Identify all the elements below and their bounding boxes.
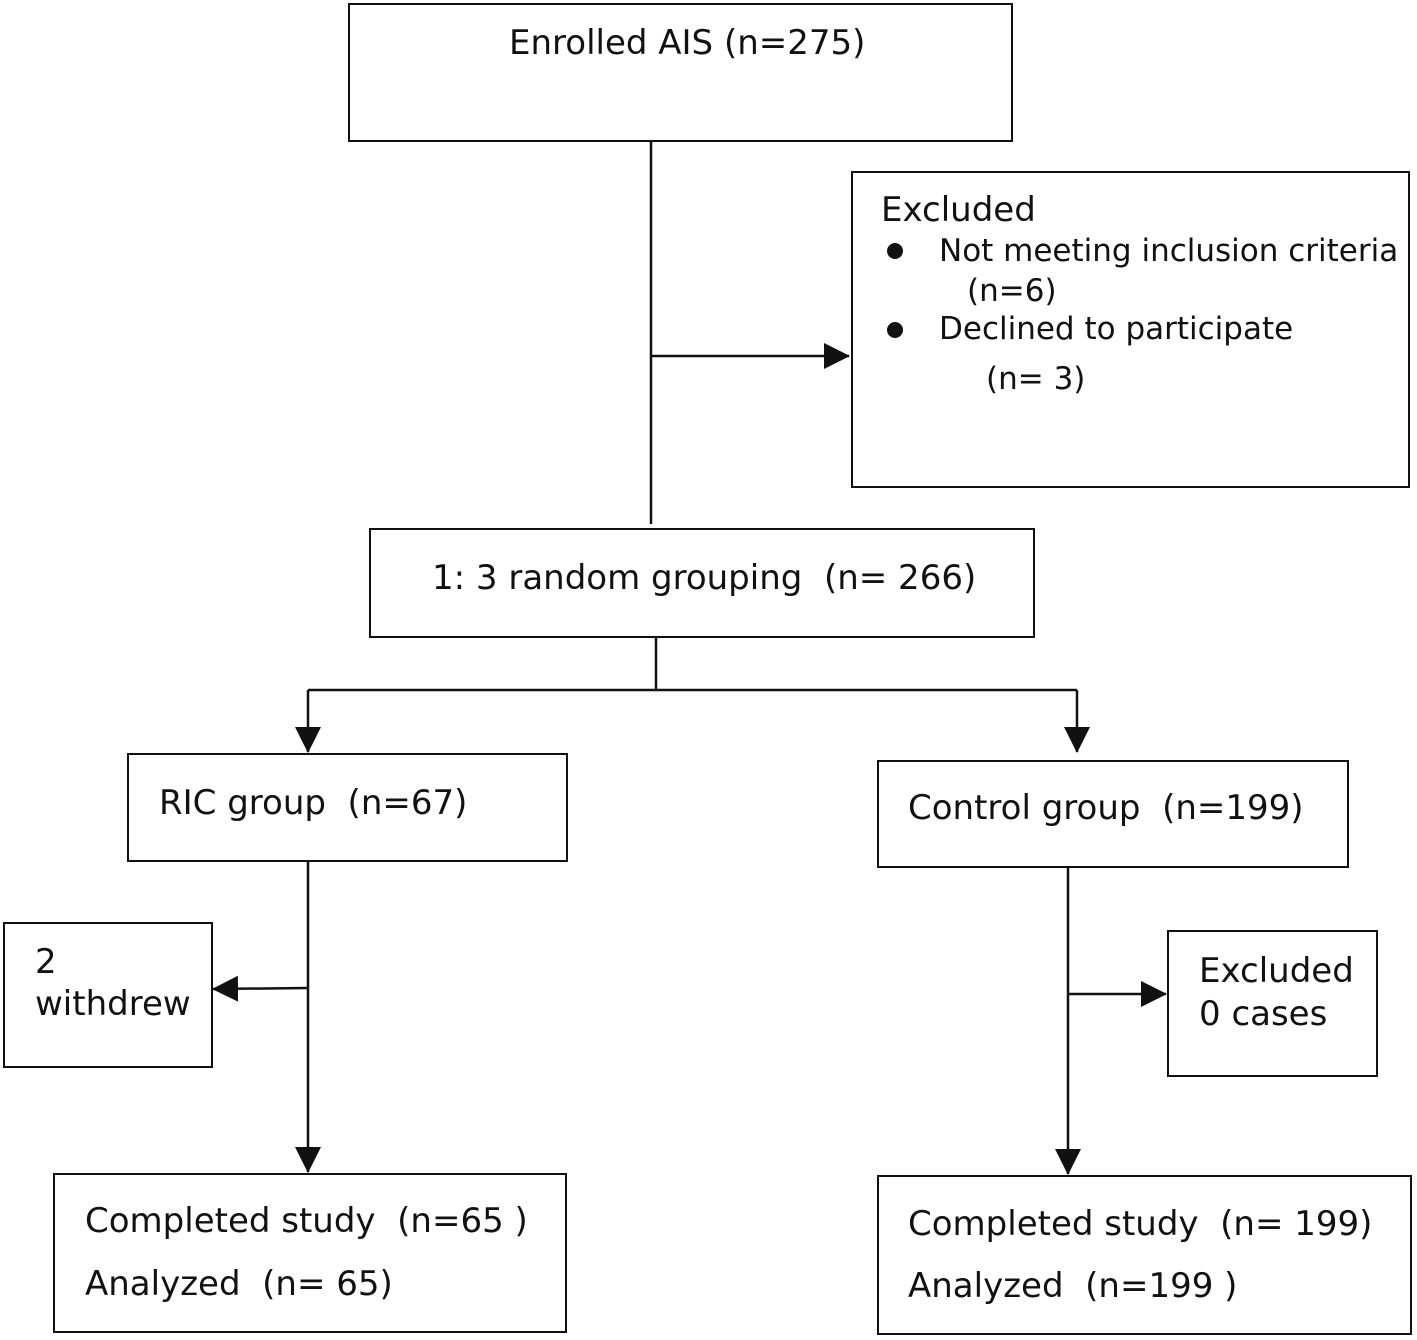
randomization-box — [369, 528, 1035, 638]
excluded-box — [851, 171, 1410, 488]
bullet-icon — [887, 322, 903, 338]
to-withdrew-arrow — [212, 975, 309, 1002]
withdrew-label: withdrew — [35, 984, 191, 1024]
ric-completed-label: Completed study (n=65 ) — [85, 1201, 528, 1241]
enrolled-label: Enrolled AIS (n=275) — [509, 23, 866, 63]
excluded-control-box — [1167, 930, 1378, 1077]
excluded-reason-1: Not meeting inclusion criteria — [939, 233, 1399, 269]
withdrew-count: 2 — [35, 942, 57, 982]
excluded-reason-1-count: (n=6) — [967, 273, 1057, 309]
control-group-box — [877, 760, 1349, 868]
ric-group-box — [127, 753, 568, 862]
ric-analyzed-label: Analyzed (n= 65) — [85, 1264, 393, 1304]
control-completed-box — [877, 1175, 1412, 1335]
excluded-reason-2-count: (n= 3) — [986, 361, 1086, 397]
excluded-reason-2: Declined to participate — [939, 311, 1294, 347]
control-completed-label: Completed study (n= 199) — [908, 1204, 1373, 1244]
bullet-icon — [887, 243, 903, 259]
ric-group-label: RIC group (n=67) — [159, 783, 468, 823]
randomization-label: 1: 3 random grouping (n= 266) — [432, 558, 977, 598]
enrolled-box — [348, 3, 1013, 142]
control-group-label: Control group (n=199) — [908, 788, 1304, 828]
ric-completed-box — [53, 1173, 567, 1333]
withdrew-box — [3, 922, 213, 1068]
excluded-control-count: 0 cases — [1199, 994, 1328, 1034]
excluded-title: Excluded — [881, 190, 1036, 230]
control-analyzed-label: Analyzed (n=199 ) — [908, 1266, 1238, 1306]
excluded-control-title: Excluded — [1199, 951, 1354, 991]
